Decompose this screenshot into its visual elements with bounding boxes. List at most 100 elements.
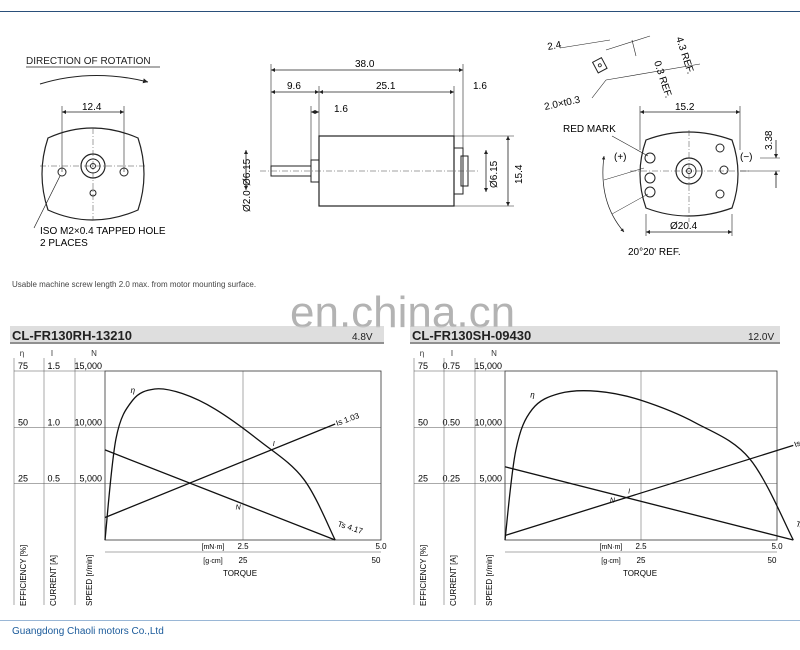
- axis-header: N: [491, 349, 497, 358]
- current-tick: 1.0: [47, 417, 60, 427]
- torque-tick-gcm: 25: [637, 556, 646, 565]
- torque-tick-gcm: 50: [372, 556, 381, 565]
- torque-unit-gcm: [g·cm]: [203, 558, 223, 565]
- efficiency-curve: [104, 388, 336, 541]
- current-tick: 0.5: [47, 474, 60, 484]
- speed-tick: 15,000: [74, 361, 102, 371]
- efficiency-curve-label: η: [131, 386, 136, 395]
- side-view: 38.0 9.6 25.1 1.6 1.6 Ø6.15 Ø2.0 Ø6.15 1…: [242, 59, 525, 212]
- speed-tick: 10,000: [74, 417, 102, 427]
- side-dim-overall: 38.0: [355, 59, 375, 70]
- current-axis-label: CURRENT [A]: [449, 555, 458, 606]
- rear-angle: 20°20' REF.: [628, 247, 681, 258]
- torque-tick-mn: 2.5: [635, 542, 647, 551]
- rear-plus: (+): [614, 152, 627, 163]
- current-tick: 0.75: [442, 361, 460, 371]
- rear-dim-dia: Ø20.4: [670, 221, 698, 232]
- side-dim-end-boss: Ø6.15: [489, 160, 500, 188]
- efficiency-axis-label: EFFICIENCY [%]: [419, 545, 428, 606]
- speed-curve: [104, 449, 336, 541]
- torque-unit-gcm: [g·cm]: [601, 558, 621, 565]
- current-curve: [104, 423, 336, 519]
- rear-red-mark: RED MARK: [563, 124, 616, 135]
- side-dim-boss: Ø6.15: [242, 158, 253, 186]
- front-hole-label-2: 2 PLACES: [40, 238, 88, 249]
- side-dim-height: 15.4: [514, 164, 525, 184]
- rear-dim-terminal-size: 2.0×t0.3: [543, 95, 581, 113]
- side-dim-shaft-step: 1.6: [334, 104, 348, 115]
- current-tick: 1.5: [47, 361, 60, 371]
- current-tick: 0.50: [442, 417, 460, 427]
- rear-view: 2.4 4.3 REF. 0.3 REF. 2.0×t0.3 15.2 RED …: [543, 36, 780, 258]
- front-view: 12.4 ISO M2×0.4 TAPPED HOLE 2 PLACES: [33, 102, 166, 249]
- speed-curve-label: N: [610, 497, 616, 504]
- current-tick: 0.25: [442, 474, 460, 484]
- torque-tick-mn: 2.5: [237, 542, 249, 551]
- front-hole-label-1: ISO M2×0.4 TAPPED HOLE: [40, 226, 166, 237]
- chart-voltage: 12.0V: [748, 332, 774, 343]
- torque-tick-gcm: 25: [239, 556, 248, 565]
- current-axis-label: CURRENT [A]: [49, 555, 58, 606]
- front-dim-top: 12.4: [82, 102, 102, 113]
- axis-header: I: [451, 349, 453, 358]
- side-dim-shaft: 9.6: [287, 81, 301, 92]
- axis-header: η: [420, 349, 424, 358]
- torque-tick-mn: 5.0: [375, 542, 387, 551]
- axis-header: η: [20, 349, 24, 358]
- speed-tick: 5,000: [479, 474, 502, 484]
- speed-axis-label: SPEED [r/min]: [485, 554, 494, 606]
- side-dim-body: 25.1: [376, 81, 396, 92]
- speed-tick: 5,000: [79, 474, 102, 484]
- rotation-label: DIRECTION OF ROTATION: [26, 56, 151, 67]
- rear-dim-terminal-ref: 4.3 REF.: [673, 36, 695, 76]
- axis-header: N: [91, 349, 97, 358]
- bottom-rule: [0, 620, 800, 621]
- torque-tick-gcm: 50: [768, 556, 777, 565]
- torque-tick-mn: 5.0: [771, 542, 783, 551]
- stall-torque-label: Ts 5.30: [795, 519, 800, 536]
- stall-current-label: Is 0.42: [793, 432, 800, 449]
- current-curve: [504, 444, 794, 537]
- torque-label: TORQUE: [223, 569, 257, 578]
- axis-header: I: [51, 349, 53, 358]
- rear-minus: (−): [740, 152, 753, 163]
- efficiency-tick: 50: [418, 417, 428, 427]
- current-curve-label: I: [273, 441, 275, 448]
- screw-note: Usable machine screw length 2.0 max. fro…: [12, 280, 256, 289]
- efficiency-tick: 75: [18, 361, 28, 371]
- efficiency-tick: 25: [18, 474, 28, 484]
- speed-curve: [504, 466, 794, 541]
- chart-voltage: 4.8V: [352, 332, 373, 343]
- rotation-arrow-icon: [39, 74, 149, 85]
- efficiency-axis-label: EFFICIENCY [%]: [19, 545, 28, 606]
- stall-current-label: Is 1.03: [335, 411, 361, 428]
- side-dim-shaft-dia: Ø2.0: [242, 190, 253, 212]
- efficiency-curve-label: η: [530, 391, 535, 400]
- current-curve-label: I: [628, 489, 630, 496]
- speed-axis-label: SPEED [r/min]: [85, 554, 94, 606]
- torque-unit-mn: [mN·m]: [600, 544, 623, 551]
- rear-dim-terminal-t: 0.3 REF.: [651, 60, 673, 100]
- efficiency-tick: 75: [418, 361, 428, 371]
- company-footer: Guangdong Chaoli motors Co.,Ltd: [12, 626, 164, 637]
- speed-tick: 10,000: [474, 417, 502, 427]
- chart-model-title: CL-FR130SH-09430: [412, 328, 531, 343]
- chart-header-bar: [410, 326, 780, 342]
- rear-dim-terminal-w: 2.4: [547, 40, 563, 53]
- torque-unit-mn: [mN·m]: [202, 544, 225, 551]
- chart-header-bar: [10, 326, 384, 342]
- stall-torque-label: Ts 4.17: [337, 519, 365, 536]
- rear-dim-width: 15.2: [675, 102, 695, 113]
- efficiency-tick: 50: [18, 417, 28, 427]
- rear-dim-right: 3.38: [764, 130, 775, 150]
- efficiency-tick: 25: [418, 474, 428, 484]
- speed-tick: 15,000: [474, 361, 502, 371]
- efficiency-curve: [504, 390, 794, 541]
- torque-label: TORQUE: [623, 569, 657, 578]
- speed-curve-label: N: [236, 504, 242, 511]
- chart-model-title: CL-FR130RH-13210: [12, 328, 132, 343]
- technical-drawing: DIRECTION OF ROTATION 12.4 ISO M2×0.4 TA…: [10, 36, 800, 606]
- top-rule: [0, 11, 800, 12]
